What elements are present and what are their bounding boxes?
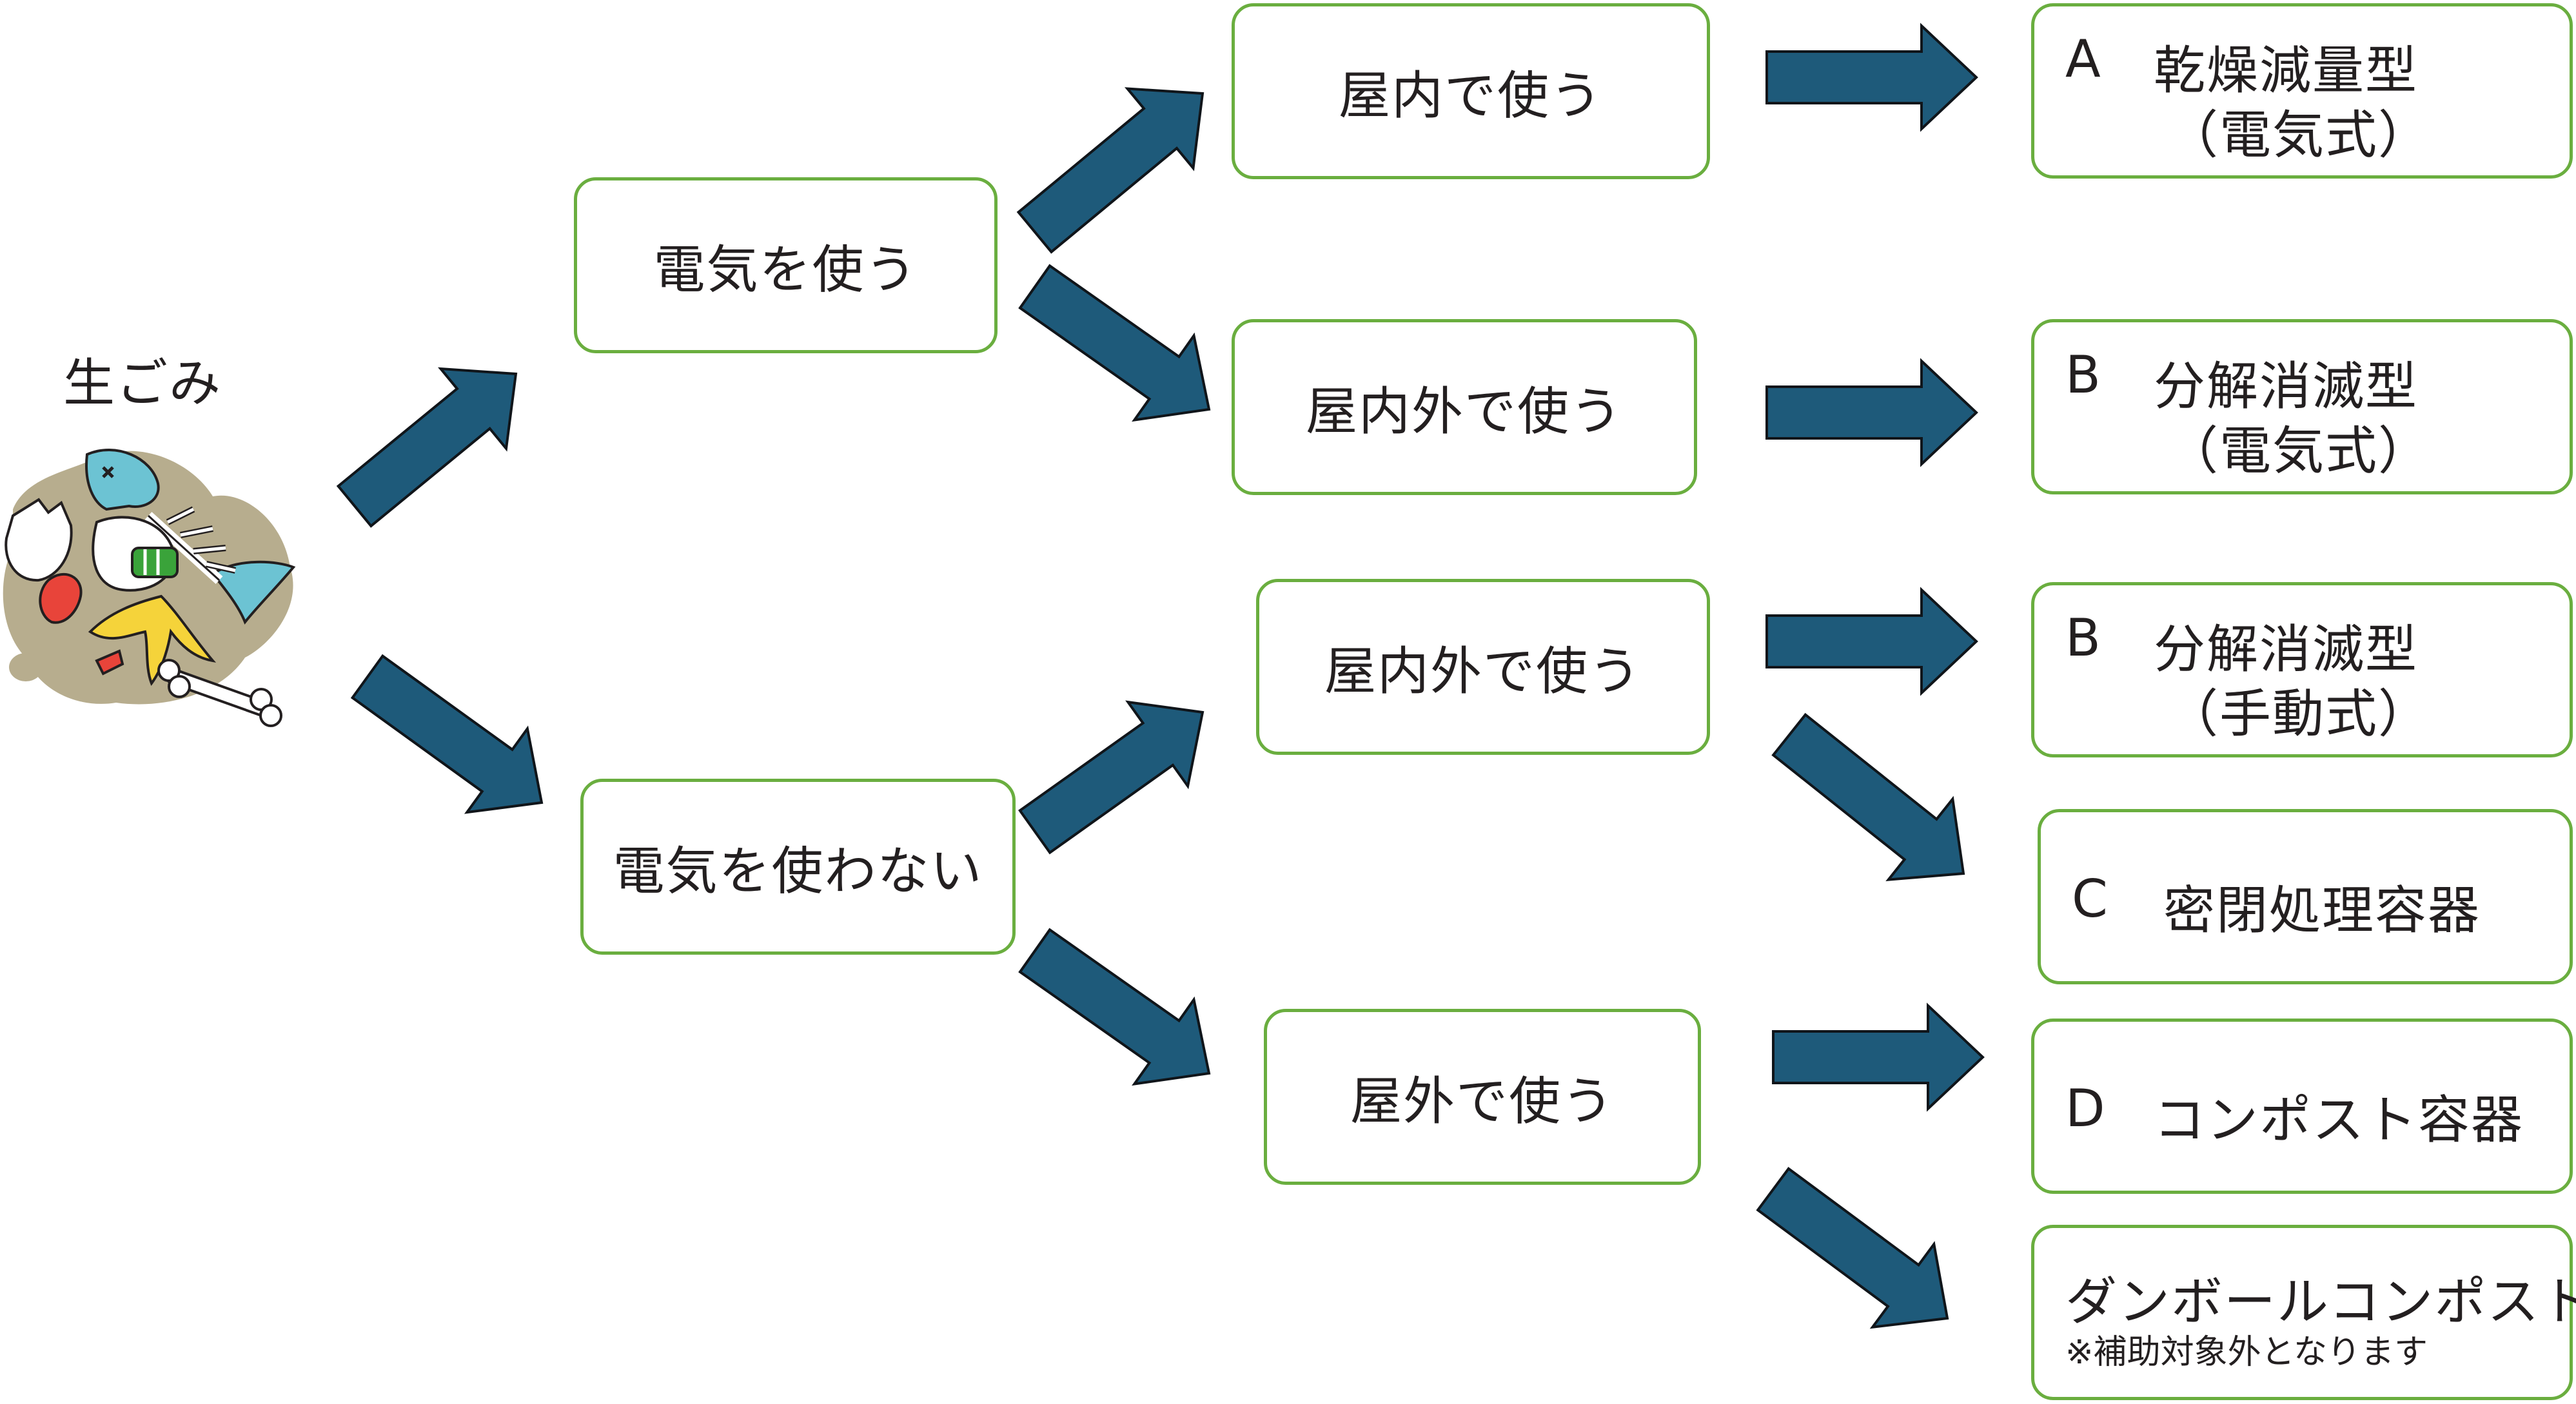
arrow-source-to-electric — [336, 367, 518, 528]
arrow-outdoor-to-d — [1772, 1002, 1985, 1112]
arrow-source-to-no-electric — [350, 654, 544, 814]
result-c: C 密閉処理容器 — [2038, 809, 2573, 984]
source-label: 生ごみ — [63, 353, 222, 413]
result-c-code: C — [2072, 869, 2108, 929]
arrow-no-electric-to-outdoor — [1018, 928, 1211, 1086]
arrow-in-out-ne-to-b — [1765, 587, 1978, 696]
result-b-manual: B 分解消滅型 （手動式） — [2031, 582, 2573, 757]
node-no-electric: 電気を使わない — [580, 779, 1016, 955]
result-a-sub: （電気式） — [2167, 105, 2431, 165]
result-b1-name: 分解消滅型 — [2154, 356, 2418, 416]
result-cardboard: ダンボールコンポスト ※補助対象外となります — [2031, 1225, 2576, 1400]
node-indoor-outdoor-manual-label: 屋内外で使う — [1324, 641, 1642, 701]
arrow-in-out-e-to-b — [1765, 358, 1978, 467]
node-indoor-electric: 屋内で使う — [1232, 3, 1710, 179]
result-a-code: A — [2065, 29, 2101, 89]
result-b2-sub: （手動式） — [2167, 684, 2431, 744]
arrow-electric-to-in-out — [1018, 264, 1211, 422]
result-a: A 乾燥減量型 （電気式） — [2031, 3, 2573, 179]
node-no-electric-label: 電気を使わない — [613, 841, 983, 901]
result-cardboard-note: ※補助対象外となります — [2065, 1333, 2428, 1372]
result-a-name: 乾燥減量型 — [2154, 41, 2418, 101]
node-outdoor: 屋外で使う — [1264, 1009, 1701, 1185]
result-d: D コンポスト容器 — [2031, 1019, 2573, 1194]
result-b1-sub: （電気式） — [2167, 421, 2431, 481]
result-cardboard-name: ダンボールコンポスト — [2065, 1272, 2576, 1332]
node-indoor-electric-label: 屋内で使う — [1339, 65, 1603, 126]
arrow-electric-to-indoor — [1016, 87, 1204, 254]
arrow-in-out-ne-to-c — [1771, 712, 1965, 881]
node-indoor-outdoor-electric: 屋内外で使う — [1232, 319, 1697, 495]
node-indoor-outdoor-electric-label: 屋内外で使う — [1306, 381, 1623, 442]
result-b2-name: 分解消滅型 — [2154, 619, 2418, 679]
node-indoor-outdoor-manual: 屋内外で使う — [1256, 579, 1710, 755]
arrow-outdoor-to-cardboard — [1756, 1167, 1949, 1329]
result-b1-code: B — [2065, 345, 2101, 405]
result-b2-code: B — [2065, 608, 2101, 668]
result-d-name: コンポスト容器 — [2154, 1090, 2524, 1150]
node-outdoor-label: 屋外で使う — [1350, 1071, 1615, 1131]
result-b-electric: B 分解消滅型 （電気式） — [2031, 319, 2573, 494]
arrow-indoor-to-a — [1765, 23, 1978, 132]
result-c-name: 密閉処理容器 — [2163, 881, 2481, 941]
node-electric: 電気を使う — [574, 177, 998, 353]
node-electric-label: 電気を使う — [653, 239, 918, 300]
result-d-code: D — [2065, 1078, 2105, 1138]
food-waste-icon — [3, 448, 296, 727]
arrow-no-electric-to-in-out — [1018, 700, 1204, 855]
